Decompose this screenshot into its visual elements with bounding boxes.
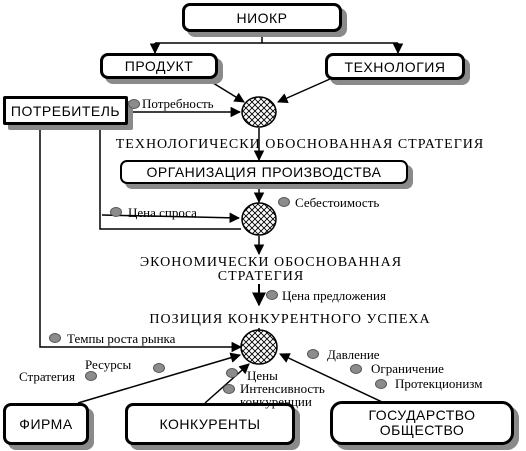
cost-label: Себестоимость <box>295 195 380 210</box>
competitors-label: КОНКУРЕНТЫ <box>159 416 261 432</box>
technology-to-node1-arrow <box>277 78 331 103</box>
consumer-box: ПОТРЕБИТЕЛЬ <box>3 96 128 125</box>
need-dot <box>128 99 140 109</box>
competitive-success-heading: ПОЗИЦИЯ КОНКУРЕНТНОГО УСПЕХА <box>149 312 431 327</box>
market-growth-label: Темпы роста рынка <box>67 331 176 346</box>
firm-label: ФИРМА <box>19 416 73 432</box>
niokr-label: НИОКР <box>236 9 288 26</box>
production-organization-label-2: ПРОИЗВОДСТВА <box>261 164 382 180</box>
econ-strategy-heading-line1: ЭКОНОМИЧЕСКИ ОБОСНОВАННАЯ <box>139 255 403 270</box>
prices-label: Цены <box>247 368 278 383</box>
product-box: ПРОДУКТ <box>100 53 218 79</box>
restriction-label: Ограничение <box>371 361 444 376</box>
market-growth-dot <box>49 333 61 343</box>
demand-price-dot <box>110 207 122 217</box>
pressure-dot <box>307 349 319 359</box>
offer-price-label: Цена предложения <box>282 288 386 303</box>
node2-hatched-circle <box>241 202 277 236</box>
prices-dot <box>226 368 238 378</box>
restriction-dot <box>350 364 362 374</box>
niokr-branch-lines <box>149 33 404 55</box>
intensity-label-line1: Интенсивность <box>240 381 325 396</box>
intensity-dot <box>223 384 235 394</box>
strategy-label: Стратегия <box>19 369 75 384</box>
resources-dot <box>153 363 165 373</box>
society-label: ОБЩЕСТВО <box>379 422 465 438</box>
competitors-box: КОНКУРЕНТЫ <box>125 403 295 445</box>
consumer-to-node3-line <box>39 124 243 353</box>
tech-strategy-heading: ТЕХНОЛОГИЧЕСКИ ОБОСНОВАННАЯ СТРАТЕГИЯ <box>115 137 485 152</box>
state-label: ГОСУДАРСТВО <box>368 407 476 423</box>
offer-price-dot <box>266 290 278 300</box>
econ-strategy-heading-line2: СТРАТЕГИЯ <box>217 269 305 284</box>
niokr-box: НИОКР <box>182 3 342 32</box>
competitors-to-node3-arrow <box>204 363 250 404</box>
strategy-dot <box>85 371 97 381</box>
node3-hatched-circle <box>240 329 278 365</box>
production-organization-box: ОРГАНИЗАЦИЯ ПРОИЗВОДСТВА <box>120 160 408 184</box>
need-label: Потребность <box>142 96 214 111</box>
pressure-label: Давление <box>327 347 380 362</box>
protectionism-dot <box>375 379 387 389</box>
intensity-label-line2: конкуренции <box>240 394 312 409</box>
protectionism-label: Протекционизм <box>395 376 483 391</box>
technology-label: ТЕХНОЛОГИЯ <box>344 58 446 75</box>
cost-dot <box>278 197 290 207</box>
firm-to-node3-arrow <box>77 352 242 404</box>
firm-box: ФИРМА <box>3 403 89 445</box>
demand-price-label: Цена спроса <box>128 205 197 220</box>
production-organization-label-1: ОРГАНИЗАЦИЯ <box>146 164 257 180</box>
consumer-label: ПОТРЕБИТЕЛЬ <box>10 102 121 119</box>
demand-price-arrow <box>101 212 241 224</box>
resources-label: Ресурсы <box>85 357 132 372</box>
state-to-node3-arrow <box>279 353 383 403</box>
product-to-node1-arrow <box>204 77 245 103</box>
state-society-box: ГОСУДАРСТВО ОБЩЕСТВО <box>330 401 514 445</box>
product-label: ПРОДУКТ <box>124 58 194 74</box>
technology-box: ТЕХНОЛОГИЯ <box>325 53 465 80</box>
node1-hatched-circle <box>241 96 277 128</box>
consumer-to-node2-line <box>99 122 241 230</box>
